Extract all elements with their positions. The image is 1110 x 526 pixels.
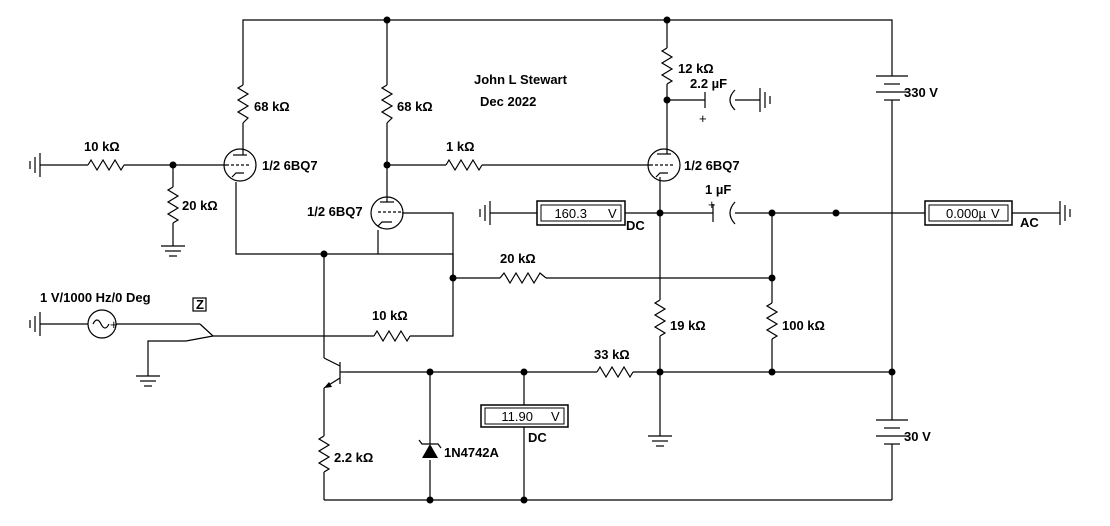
svg-text:2.2 µF: 2.2 µF xyxy=(690,76,727,91)
tube-c-icon: 1/2 6BQ7 xyxy=(647,146,740,182)
resistor-2k2: 2.2 kΩ xyxy=(317,435,373,473)
ground-cap-icon xyxy=(759,88,771,112)
resistor-19k: 19 kΩ xyxy=(653,299,706,337)
wires xyxy=(40,19,1060,501)
ground-19k-icon xyxy=(648,435,672,447)
resistor-1k: 1 kΩ xyxy=(445,139,483,172)
svg-text:DC: DC xyxy=(626,218,645,233)
author-name: John L Stewart xyxy=(474,72,568,87)
author-block: John L Stewart Dec 2022 xyxy=(474,72,568,109)
svg-text:V: V xyxy=(551,409,560,424)
tube-b-icon: 1/2 6BQ7 xyxy=(307,196,404,230)
ground-source-icon xyxy=(29,312,41,336)
resistor-12k: 12 kΩ xyxy=(660,47,714,85)
svg-text:1 µF: 1 µF xyxy=(705,182,731,197)
svg-text:+: + xyxy=(699,111,707,126)
svg-text:160.3: 160.3 xyxy=(554,206,587,221)
zener-diode-icon: 1N4742A xyxy=(418,439,500,460)
resistor-68k-a: 68 kΩ xyxy=(236,84,290,124)
resistor-33k: 33 kΩ xyxy=(594,347,634,379)
svg-text:V: V xyxy=(991,206,1000,221)
svg-text:10 kΩ: 10 kΩ xyxy=(372,308,408,323)
svg-text:1N4742A: 1N4742A xyxy=(444,445,500,460)
battery-330v: 330 V xyxy=(876,70,938,102)
svg-text:19 kΩ: 19 kΩ xyxy=(670,318,706,333)
ground-input-icon xyxy=(29,153,41,177)
svg-text:AC: AC xyxy=(1020,215,1039,230)
transistor-icon xyxy=(323,357,346,389)
capacitor-1u: + 1 µF xyxy=(705,182,736,225)
svg-text:1/2 6BQ7: 1/2 6BQ7 xyxy=(262,158,318,173)
ground-bias-icon xyxy=(161,245,185,257)
resistor-68k-b: 68 kΩ xyxy=(380,84,433,124)
svg-text:10 kΩ: 10 kΩ xyxy=(84,139,120,154)
svg-text:100 kΩ: 100 kΩ xyxy=(782,318,825,333)
svg-text:1 kΩ: 1 kΩ xyxy=(446,139,475,154)
author-date: Dec 2022 xyxy=(480,94,536,109)
svg-text:DC: DC xyxy=(528,430,547,445)
svg-text:12 kΩ: 12 kΩ xyxy=(678,61,714,76)
battery-30v: 30 V xyxy=(876,419,931,452)
switch-z[interactable]: Z xyxy=(192,297,207,312)
tube-a-icon: 1/2 6BQ7 xyxy=(223,148,318,182)
svg-text:20 kΩ: 20 kΩ xyxy=(182,198,218,213)
svg-text:330 V: 330 V xyxy=(904,85,938,100)
svg-text:1 V/1000 Hz/0 Deg: 1 V/1000 Hz/0 Deg xyxy=(40,290,151,305)
ground-switch-icon xyxy=(136,375,160,387)
capacitor-2u2: + 2.2 µF xyxy=(690,76,736,126)
svg-text:0.000µ: 0.000µ xyxy=(946,206,987,221)
svg-text:V: V xyxy=(608,206,617,221)
svg-text:30 V: 30 V xyxy=(904,429,931,444)
svg-text:1/2 6BQ7: 1/2 6BQ7 xyxy=(307,204,363,219)
voltmeter-zener: 11.90 V DC xyxy=(480,404,569,445)
svg-text:68 kΩ: 68 kΩ xyxy=(397,99,433,114)
svg-text:33 kΩ: 33 kΩ xyxy=(594,347,630,362)
svg-text:11.90: 11.90 xyxy=(501,409,533,424)
svg-text:+: + xyxy=(708,197,716,212)
voltmeter-plate: 160.3 V DC xyxy=(536,200,645,233)
svg-text:20 kΩ: 20 kΩ xyxy=(500,251,536,266)
ground-output-icon xyxy=(1059,201,1071,225)
svg-text:+: + xyxy=(110,317,118,332)
svg-text:68 kΩ: 68 kΩ xyxy=(254,99,290,114)
resistor-100k: 100 kΩ xyxy=(765,302,825,340)
resistor-10k-feedback: 10 kΩ xyxy=(372,308,411,343)
resistor-20k-feedback: 20 kΩ xyxy=(499,251,547,285)
junctions xyxy=(169,16,896,504)
svg-text:2.2 kΩ: 2.2 kΩ xyxy=(334,450,373,465)
ground-plate-meter-icon xyxy=(479,201,491,225)
voltmeter-output: 0.000µ V AC xyxy=(924,200,1039,230)
resistor-10k-input: 10 kΩ xyxy=(84,139,125,172)
svg-text:Z: Z xyxy=(196,297,204,312)
ac-source-icon: + 1 V/1000 Hz/0 Deg xyxy=(40,290,151,339)
resistor-20k-bias: 20 kΩ xyxy=(166,186,218,224)
svg-text:1/2 6BQ7: 1/2 6BQ7 xyxy=(684,158,740,173)
